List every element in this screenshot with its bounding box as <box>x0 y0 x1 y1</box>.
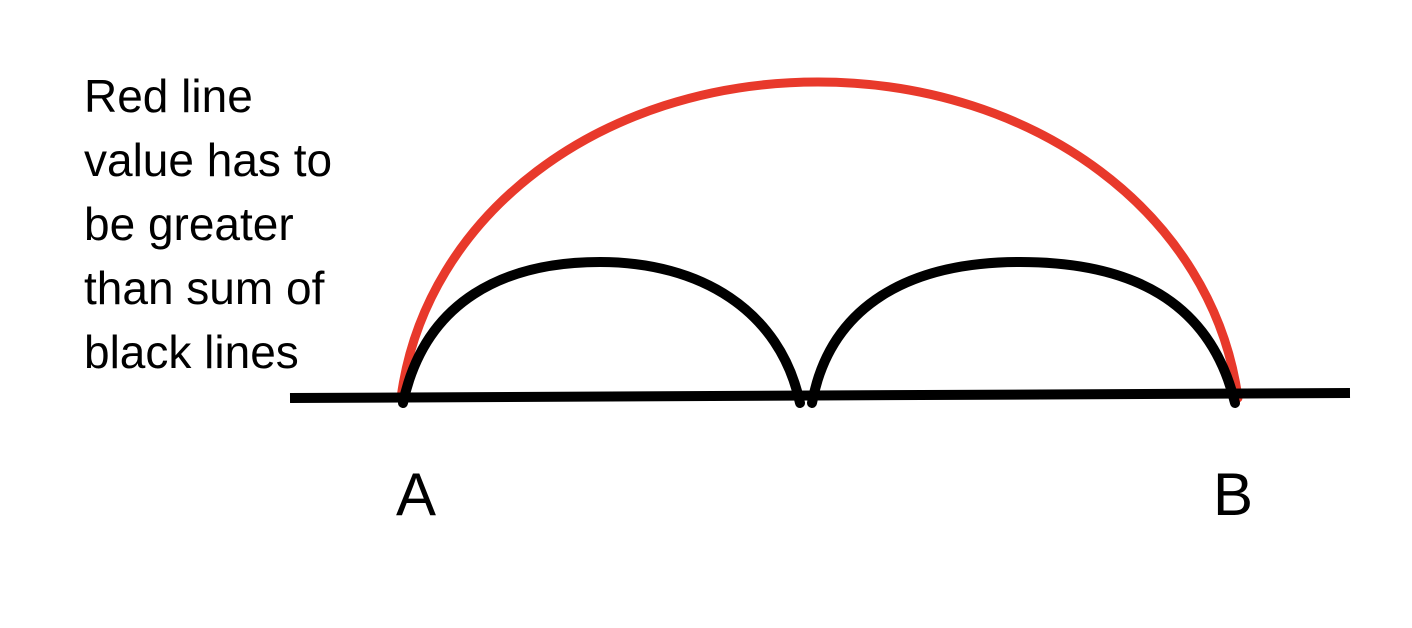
caption-line-3: be greater <box>84 198 294 250</box>
black-arc-left <box>398 256 805 408</box>
caption-line-4: than sum of <box>84 262 325 314</box>
caption-line-1: Red line <box>84 70 253 122</box>
caption: Red line value has to be greater than su… <box>84 70 332 378</box>
caption-line-5: black lines <box>84 326 299 378</box>
point-label-b: B <box>1213 461 1253 528</box>
caption-line-2: value has to <box>84 134 332 186</box>
red-arc <box>396 77 1243 403</box>
baseline <box>289 388 1351 403</box>
black-arc-right <box>807 256 1240 408</box>
point-label-a: A <box>396 461 436 528</box>
